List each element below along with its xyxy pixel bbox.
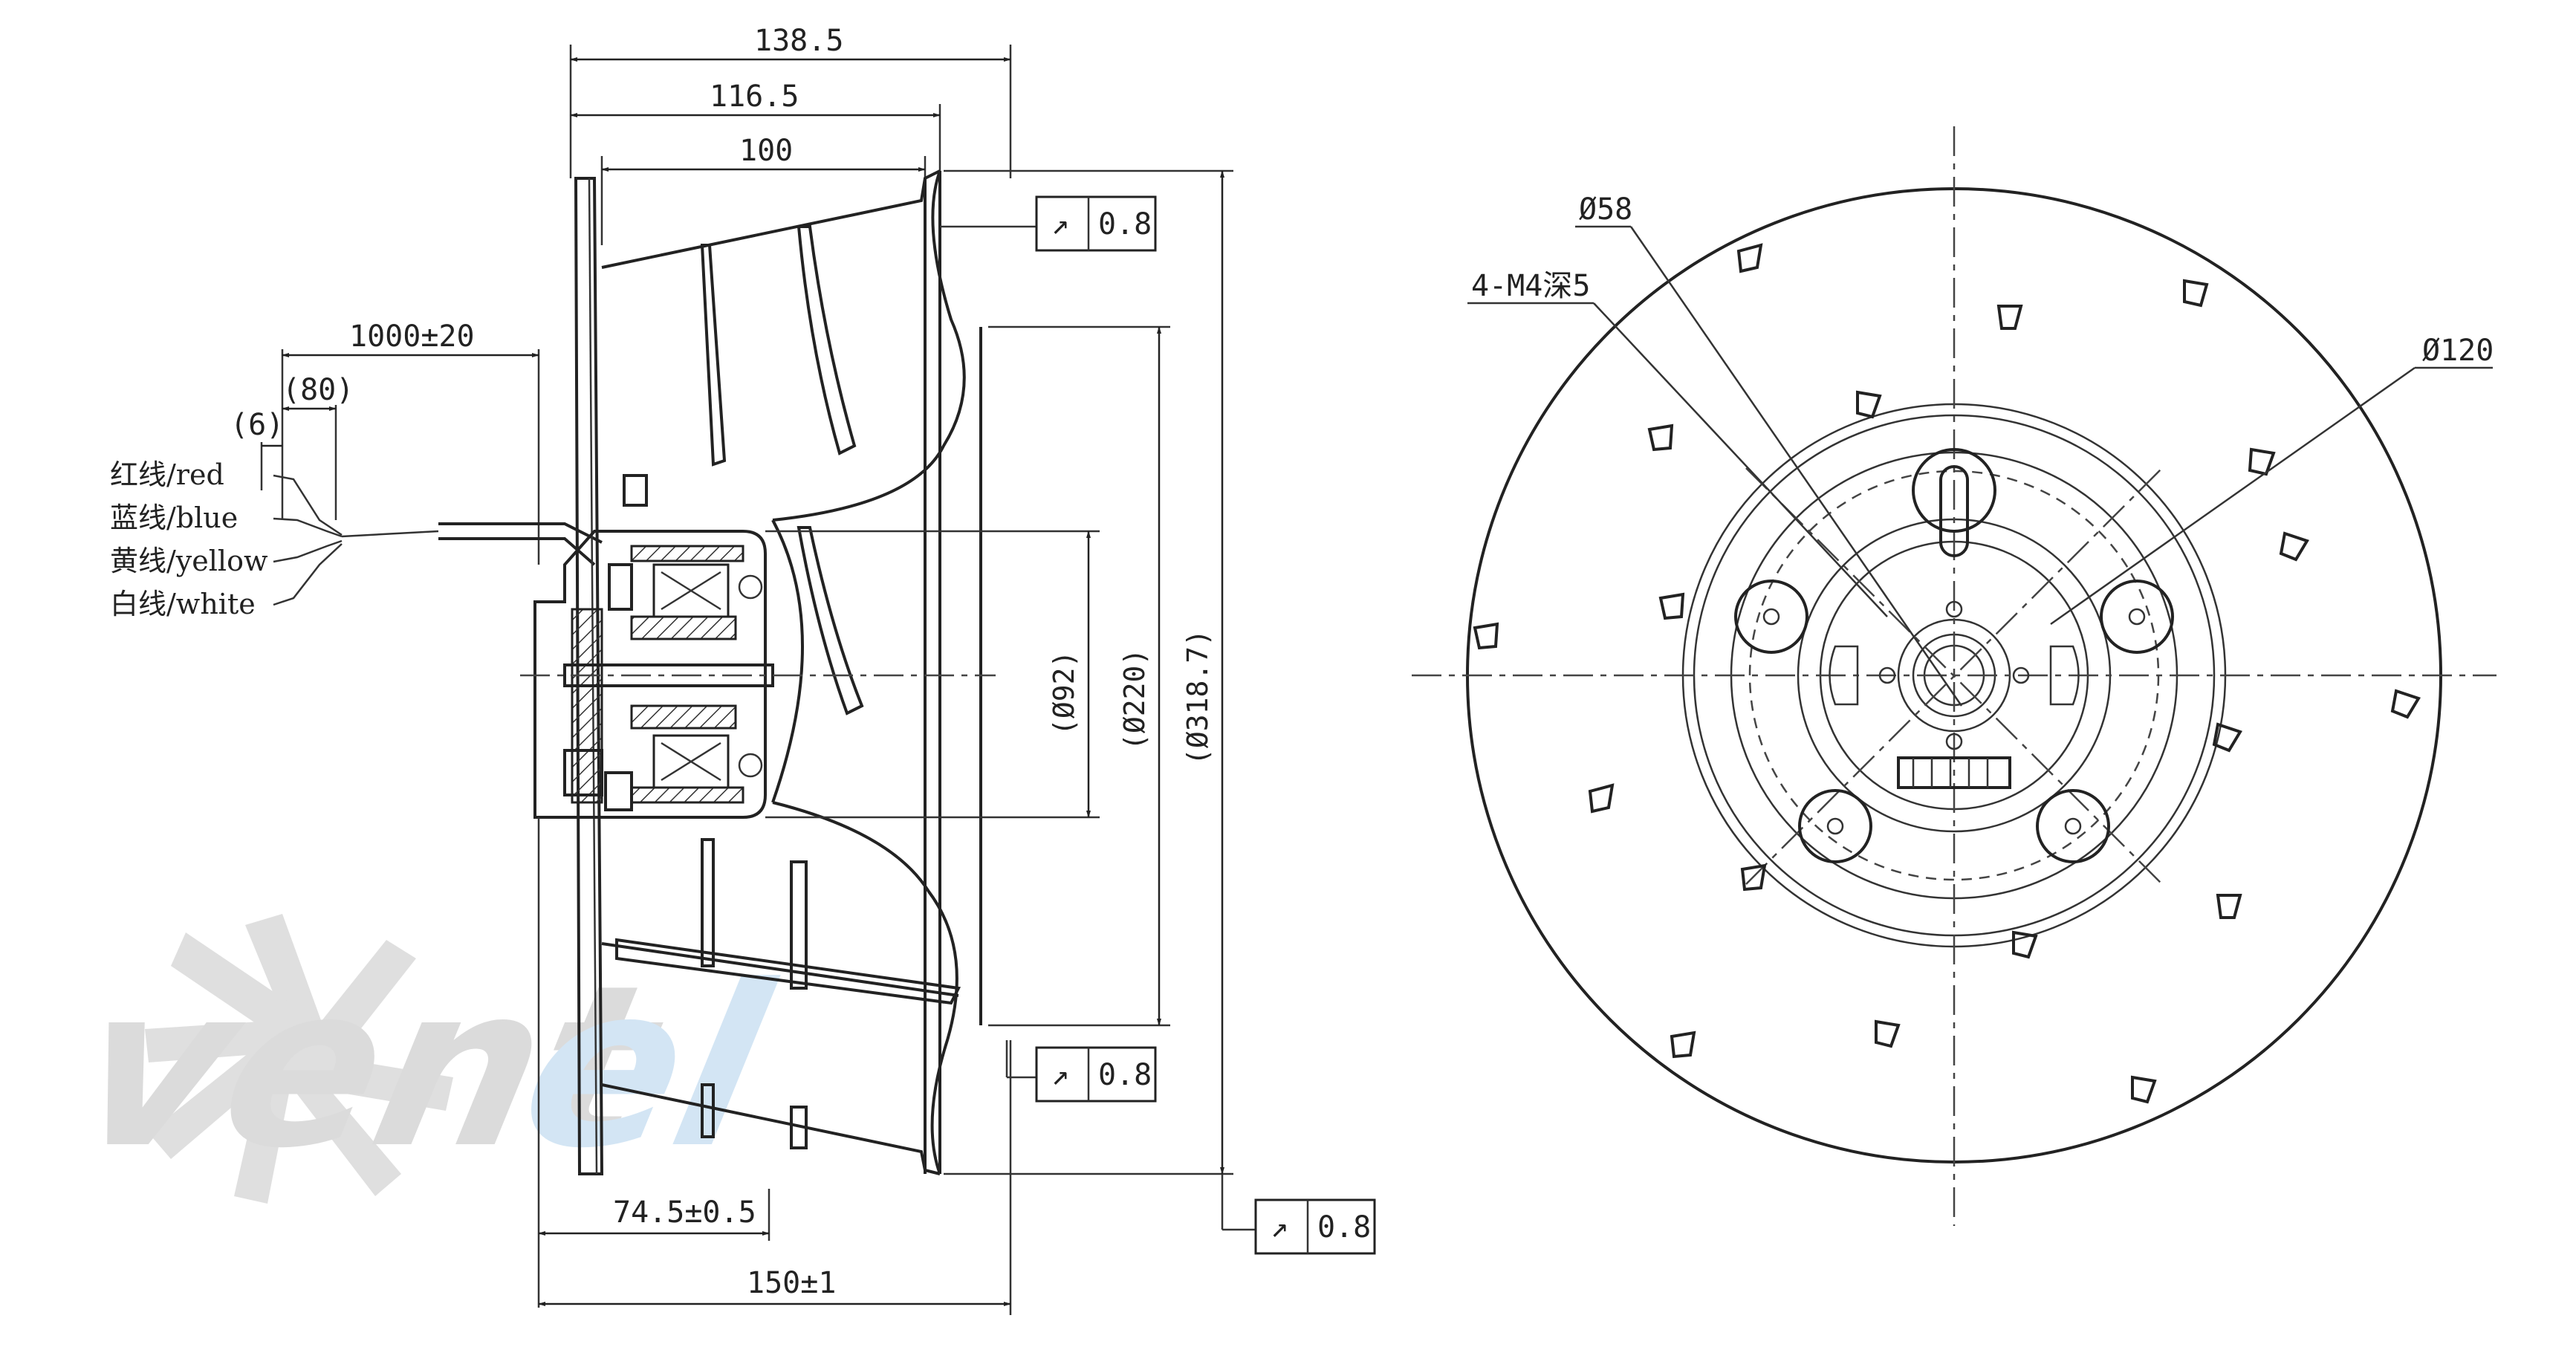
runout-symbol: ↗: [1271, 1210, 1288, 1244]
rivet: [1473, 622, 1499, 650]
label-bolt-circle: Ø120: [2050, 334, 2494, 626]
runout-value: 0.8: [1098, 1058, 1152, 1092]
impeller-outline: [601, 169, 982, 1175]
label-plate: [1897, 756, 2011, 789]
fan-logo-icon: [145, 914, 453, 1204]
rivet: [2131, 1075, 2157, 1104]
stator-lower: [630, 704, 737, 730]
stator-upper: [630, 615, 737, 640]
rivet: [2279, 531, 2309, 562]
blade-rivets: [1473, 243, 2421, 1104]
side-view: 138.5 116.5 100 1000±20 (80) (6): [110, 24, 1376, 1315]
dim-wheel-width: 116.5: [570, 79, 941, 208]
rivet: [2248, 447, 2276, 476]
wire-label-blue: 蓝线/blue: [110, 502, 238, 534]
runout-value: 0.8: [1317, 1210, 1371, 1244]
dim-inlet-width: 100: [600, 134, 927, 245]
dim-overall-width: 138.5: [569, 24, 1012, 178]
cable-exit: [1912, 448, 1996, 557]
dim-cable-length-label: 1000±20: [349, 319, 475, 354]
mount-boss: [1798, 789, 1872, 863]
motor-housing: [533, 474, 774, 819]
rotor-top: [630, 545, 744, 562]
rotor-bottom: [630, 786, 744, 804]
mount-boss: [2036, 789, 2110, 863]
wire-label-white: 白线/white: [110, 588, 256, 620]
dim-diameter-220-label: (Ø220): [1118, 649, 1151, 750]
watermark: vent el: [58, 914, 790, 1204]
wire-legend: 红线/red 蓝线/blue 黄线/yellow 白线/white: [110, 458, 343, 620]
dim-diameter-220: (Ø220): [988, 325, 1170, 1027]
dim-diameter-318: (Ø318.7): [944, 169, 1233, 1175]
label-mount-holes: 4-M4深5: [1467, 269, 1888, 617]
dim-total-depth: 150±1: [538, 1040, 1012, 1315]
mount-bosses: [1734, 580, 2174, 863]
wire-label-yellow: 黄线/yellow: [110, 545, 268, 577]
rivet: [1658, 592, 1685, 620]
runout-value: 0.8: [1098, 207, 1152, 241]
dim-diameter-92: (Ø92): [765, 530, 1100, 819]
dim-strip-length: (80): [282, 373, 354, 520]
runout-symbol: ↗: [1051, 207, 1069, 241]
dim-wire-strip-label: (6): [230, 408, 284, 442]
housing-wall: [571, 608, 603, 804]
rivet: [1740, 863, 1767, 892]
rivet: [1875, 1019, 1901, 1048]
dim-mount-offset-label: 74.5±0.5: [613, 1195, 756, 1230]
rivet: [1996, 305, 2023, 330]
runout-tolerance-mid: ↗ 0.8: [1005, 1040, 1157, 1103]
wire-label-red: 红线/red: [110, 458, 224, 491]
dim-wire-strip: (6): [230, 408, 284, 490]
dim-inlet-width-label: 100: [739, 134, 793, 168]
rivet: [2183, 279, 2209, 308]
dim-cable-length: 1000±20: [281, 319, 540, 565]
dim-total-depth-label: 150±1: [747, 1266, 836, 1300]
power-cable: [341, 522, 603, 566]
impeller-blades: [700, 225, 864, 1149]
dim-overall-width-label: 138.5: [754, 24, 843, 58]
dim-mount-offset: 74.5±0.5: [537, 817, 770, 1308]
bolt-circle-label: Ø120: [2422, 334, 2494, 368]
rivet: [2390, 689, 2421, 719]
runout-tolerance-bottom: ↗ 0.8: [1221, 1174, 1376, 1255]
dim-diameter-92-label: (Ø92): [1048, 651, 1080, 736]
hub-diameter-label: Ø58: [1579, 192, 1632, 227]
rivet: [2012, 930, 2038, 959]
hub-details: [1829, 600, 2080, 789]
rivet: [1856, 390, 1882, 419]
dim-wheel-width-label: 116.5: [710, 79, 799, 114]
front-view: Ø58 4-M4深5 Ø120: [1412, 126, 2496, 1226]
rivet: [2212, 722, 2242, 753]
mount-boss: [2100, 580, 2174, 654]
rivet: [1647, 424, 1674, 452]
mount-boss: [1734, 580, 1808, 654]
rivet: [1670, 1031, 1696, 1059]
mount-holes-label: 4-M4深5: [1471, 269, 1590, 303]
rivet: [1736, 243, 1763, 273]
rivet: [1588, 783, 1615, 814]
runout-tolerance-top: ↗ 0.8: [940, 195, 1157, 252]
rivet: [2216, 894, 2242, 919]
dim-strip-length-label: (80): [282, 373, 354, 407]
runout-symbol: ↗: [1051, 1058, 1069, 1092]
dim-diameter-318-label: (Ø318.7): [1181, 629, 1214, 765]
label-hub-diameter: Ø58: [1575, 192, 1963, 707]
